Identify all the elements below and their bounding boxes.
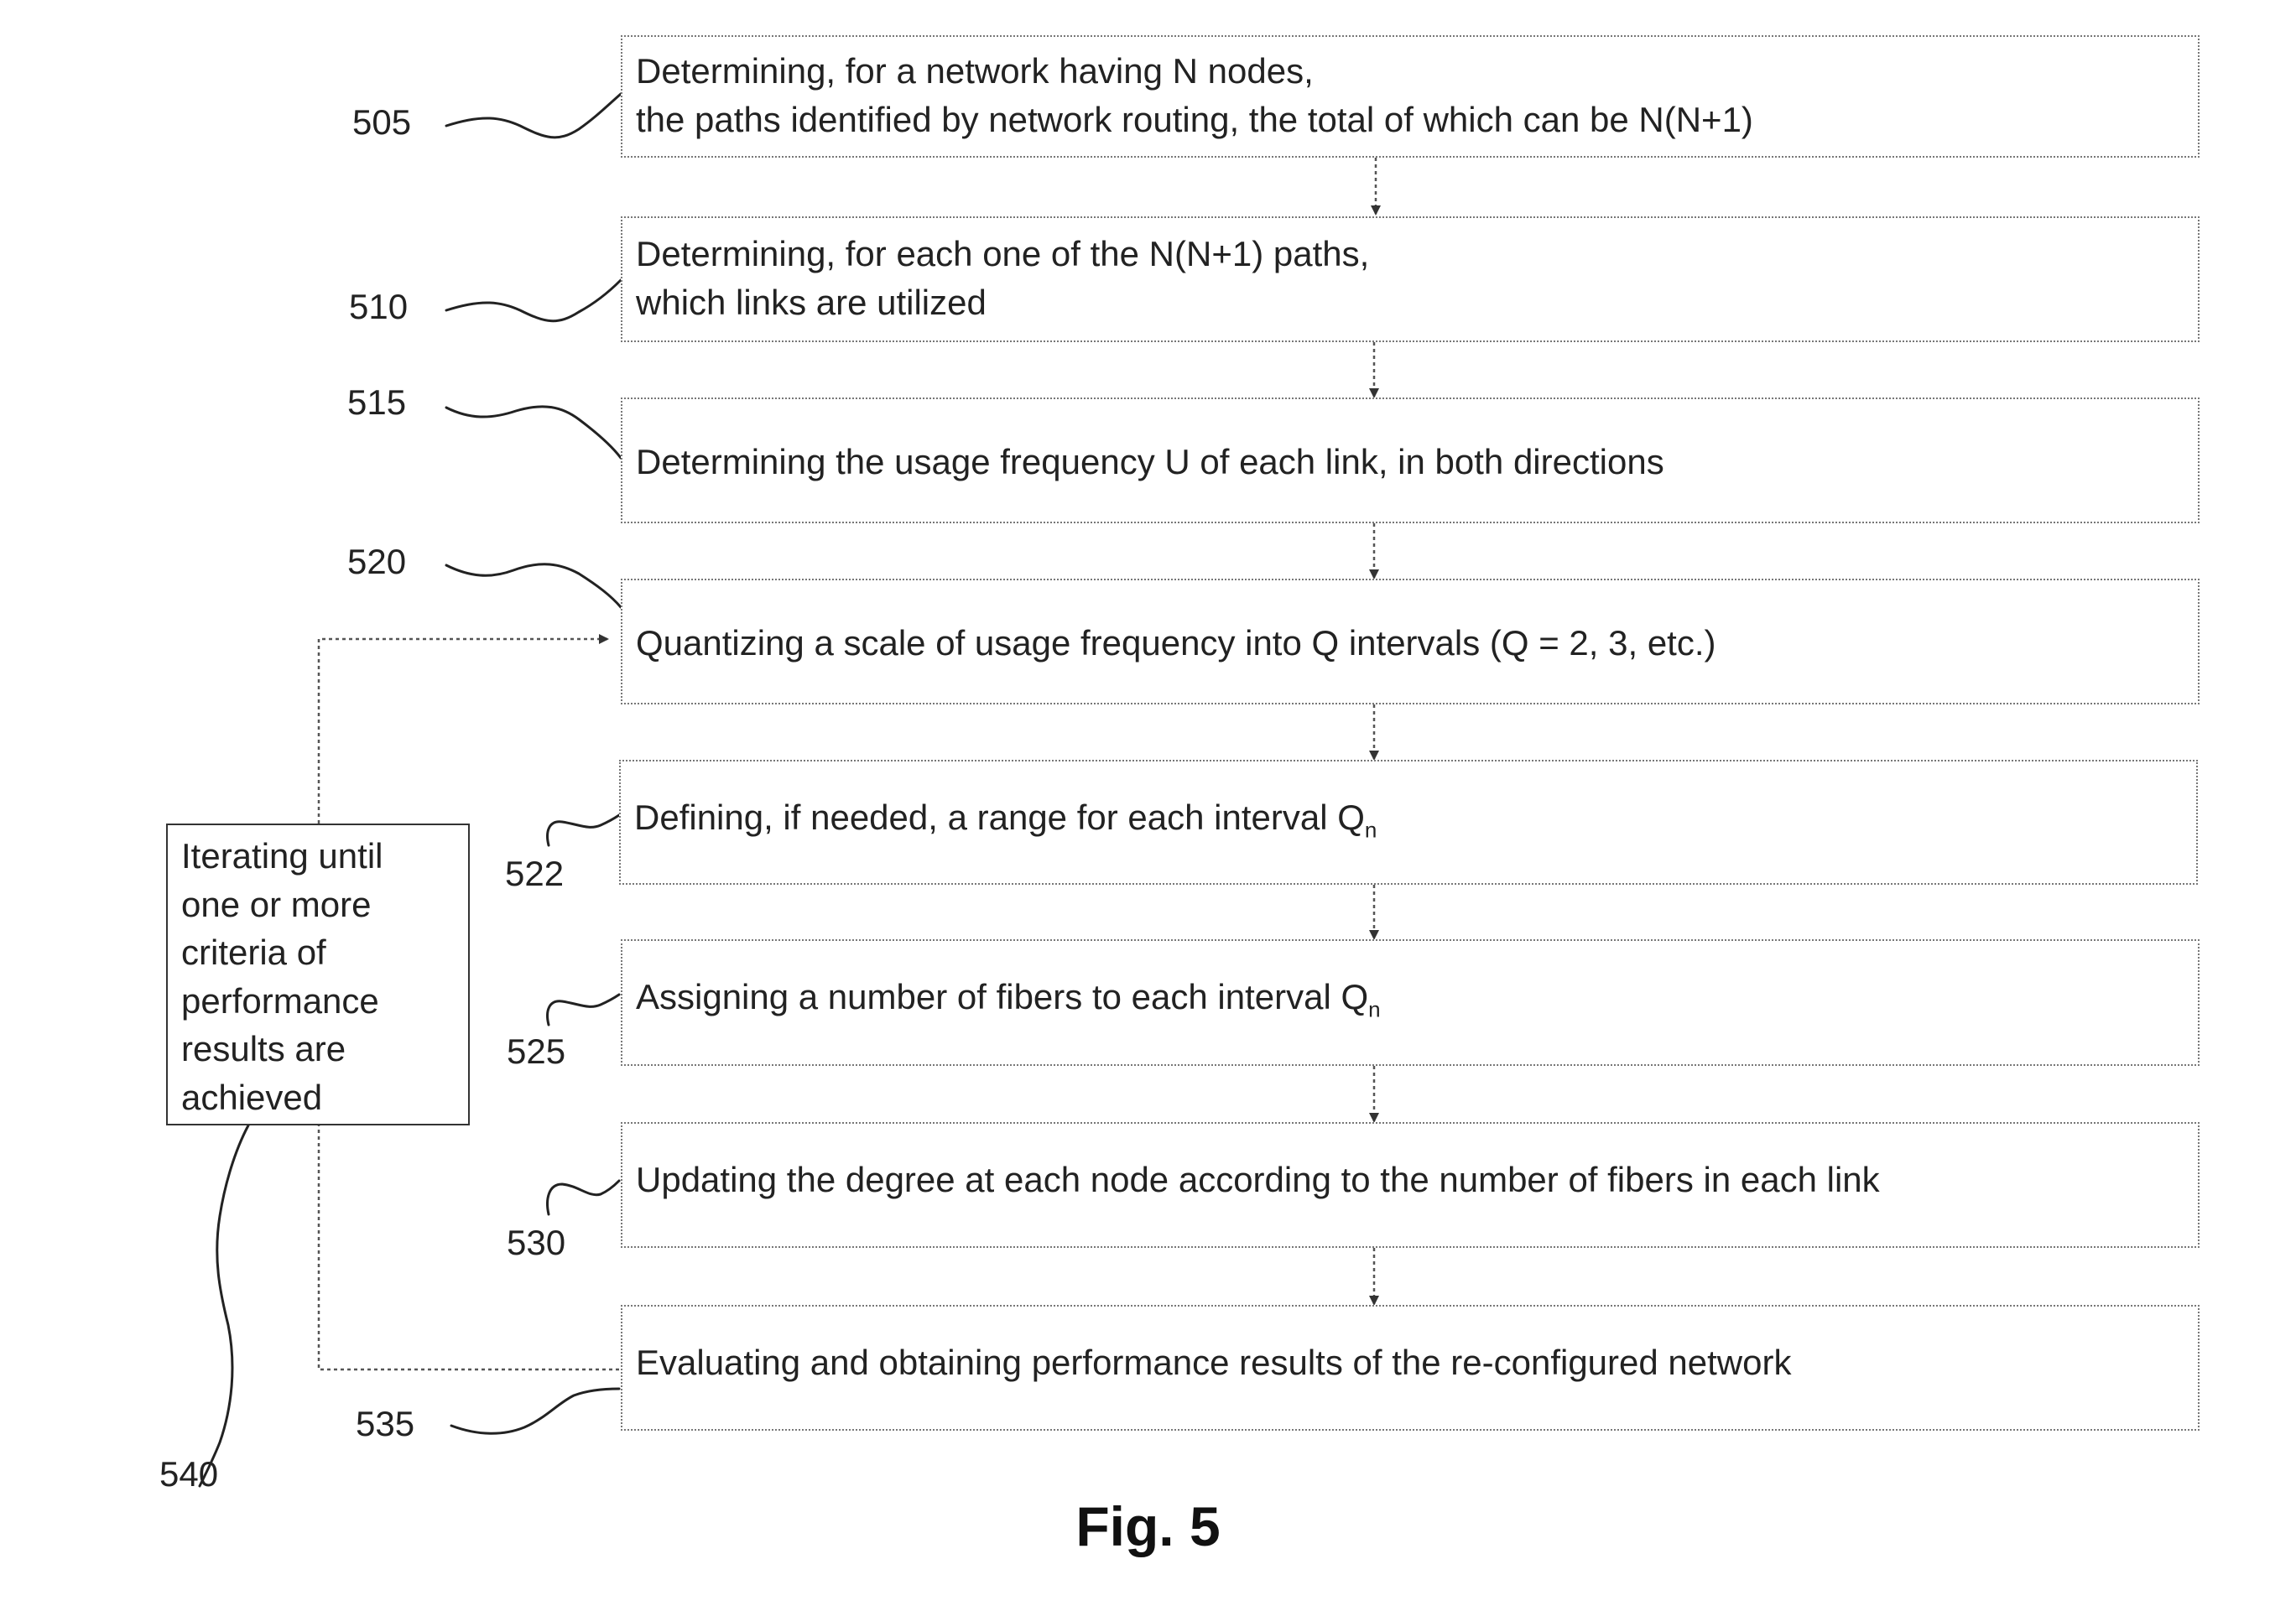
leader-505 (445, 92, 622, 139)
step-box-525: Assigning a number of fibers to each int… (621, 939, 2200, 1066)
step-505-text-line2: the paths identified by network routing,… (636, 100, 1753, 139)
step-525-subscript: n (1368, 996, 1381, 1022)
ref-label-522: 522 (505, 854, 565, 893)
feedback-loop-path (317, 1125, 619, 1371)
step-505-text-line1: Determining, for a network having N node… (636, 51, 1314, 91)
step-box-530: Updating the degree at each node accordi… (621, 1122, 2200, 1248)
step-515-text: Determining the usage frequency U of eac… (636, 442, 1664, 481)
leader-522 (546, 813, 621, 847)
step-525-text-main: Assigning a number of fibers to each int… (636, 977, 1369, 1016)
step-box-515: Determining the usage frequency U of eac… (621, 398, 2200, 523)
ref-label-505: 505 (352, 102, 412, 142)
feedback-loop-path-upper (317, 634, 609, 824)
step-530-text: Updating the degree at each node accordi… (636, 1160, 1880, 1199)
step-box-520: Quantizing a scale of usage frequency in… (621, 579, 2200, 704)
iteration-box: Iterating until one or more criteria of … (166, 824, 470, 1125)
ref-label-520: 520 (347, 542, 407, 581)
leader-525 (546, 993, 621, 1026)
figure-title: Fig. 5 (1075, 1495, 1221, 1557)
step-525-text: Assigning a number of fibers to each int… (636, 973, 1381, 1033)
step-box-505: Determining, for a network having N node… (621, 35, 2200, 158)
iteration-text: Iterating until one or more criteria of … (181, 836, 383, 1117)
step-535-text: Evaluating and obtaining performance res… (636, 1343, 1792, 1382)
ref-label-540: 540 (159, 1454, 219, 1494)
leader-535 (450, 1387, 621, 1435)
step-box-510: Determining, for each one of the N(N+1) … (621, 216, 2200, 342)
step-522-subscript: n (1364, 817, 1377, 843)
step-520-text: Quantizing a scale of usage frequency in… (636, 623, 1716, 663)
ref-label-530: 530 (507, 1223, 566, 1262)
leader-510 (445, 278, 622, 323)
leader-515 (445, 405, 622, 460)
leader-520 (445, 563, 622, 609)
ref-label-525: 525 (507, 1032, 566, 1071)
step-522-text-main: Defining, if needed, a range for each in… (634, 798, 1365, 837)
leader-540 (198, 1124, 250, 1488)
ref-label-510: 510 (349, 287, 409, 326)
leader-530 (546, 1179, 621, 1216)
ref-label-535: 535 (356, 1404, 415, 1443)
step-510-text-line1: Determining, for each one of the N(N+1) … (636, 234, 1370, 273)
step-box-535: Evaluating and obtaining performance res… (621, 1305, 2200, 1431)
step-522-text: Defining, if needed, a range for each in… (634, 793, 1377, 854)
step-510-text-line2: which links are utilized (636, 283, 987, 322)
step-box-522: Defining, if needed, a range for each in… (619, 760, 2198, 885)
ref-label-515: 515 (347, 382, 407, 422)
